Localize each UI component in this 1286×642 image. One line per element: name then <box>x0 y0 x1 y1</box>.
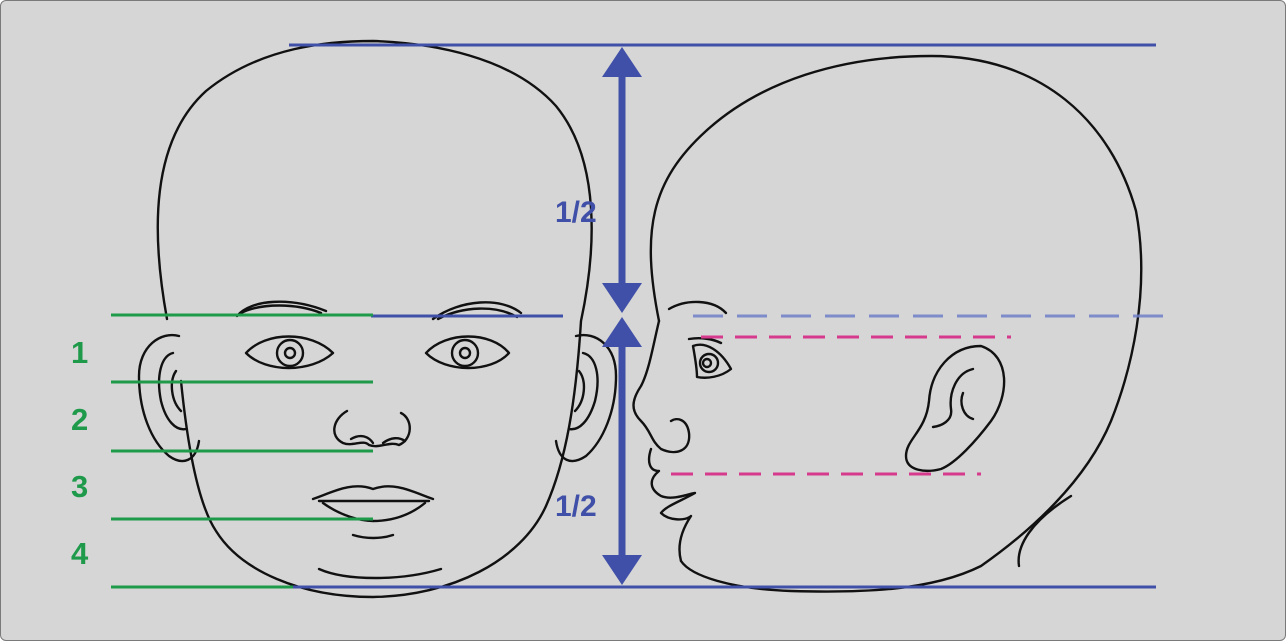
front-left-eye <box>246 337 333 369</box>
lower-half-arrow <box>602 317 642 585</box>
section-lines <box>111 315 373 587</box>
side-head-outline <box>651 56 1141 592</box>
side-face-profile <box>634 321 696 561</box>
section-number-4: 4 <box>71 536 89 571</box>
front-head-drawing <box>139 41 616 597</box>
side-eye <box>693 345 731 378</box>
arrow-head-down-icon <box>602 555 642 585</box>
arrow-head-up-icon <box>602 317 642 347</box>
front-head-outline <box>158 41 592 597</box>
upper-half-label: 1/2 <box>555 196 597 229</box>
lower-half-label: 1/2 <box>555 490 597 523</box>
arrow-head-down-icon <box>602 283 642 313</box>
side-head-drawing <box>634 56 1142 592</box>
section-number-3: 3 <box>71 469 88 504</box>
section-number-1: 1 <box>71 335 88 370</box>
upper-half-arrow <box>602 47 642 313</box>
section-number-2: 2 <box>71 402 88 437</box>
side-ear <box>906 346 1004 471</box>
front-mouth <box>313 486 433 499</box>
arrow-head-up-icon <box>602 47 642 77</box>
